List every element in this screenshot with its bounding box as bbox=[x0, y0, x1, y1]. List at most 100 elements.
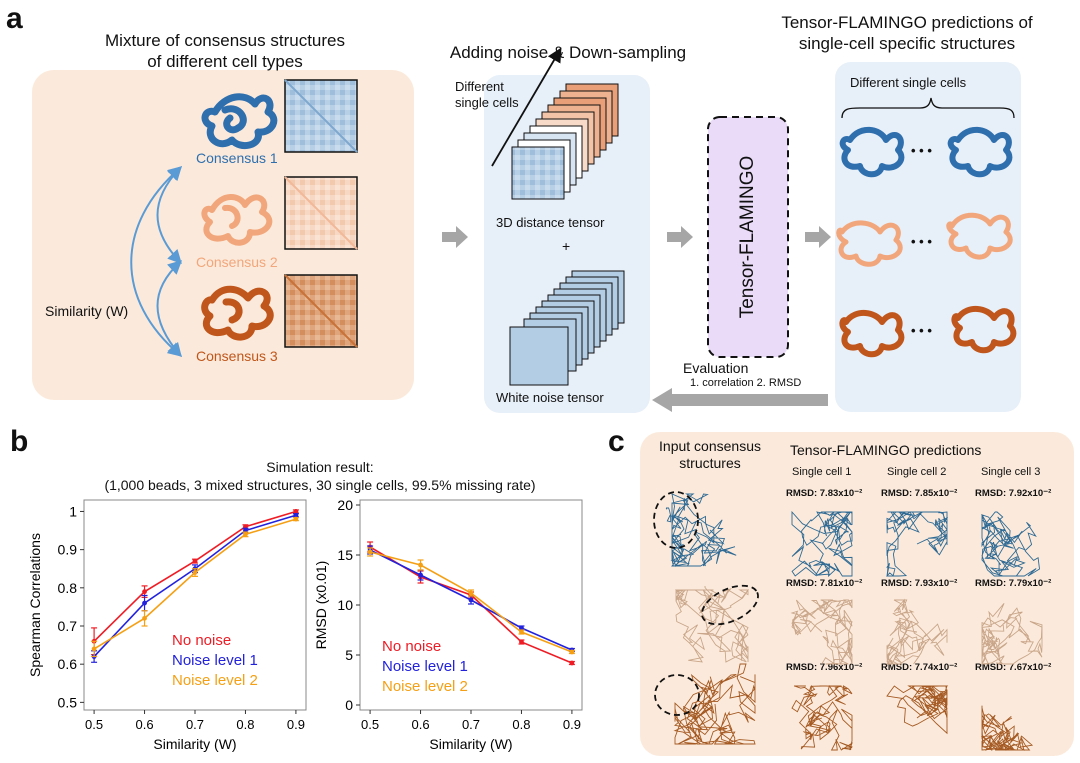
predicted-structure-r1-c3 bbox=[981, 511, 1040, 577]
input-title-line2: structures bbox=[679, 455, 741, 471]
predicted-structure-r1-c1 bbox=[791, 510, 853, 578]
data-point bbox=[468, 597, 474, 603]
rmsd-r1-c3: RMSD: 7.92x10⁻² bbox=[975, 488, 1052, 499]
y-tick-label: 0.6 bbox=[58, 656, 78, 672]
different-single-cells-label: Different single cells bbox=[455, 79, 519, 111]
similarity-arrow-1-3 bbox=[130, 166, 183, 357]
rmsd-r1-c1: RMSD: 7.83x10⁻² bbox=[786, 488, 863, 499]
similarity-label: Similarity (W) bbox=[45, 303, 129, 319]
predicted-structure-r3-c2 bbox=[886, 685, 949, 735]
input-structure-1 bbox=[670, 493, 737, 567]
single-cells-axis-arrow bbox=[491, 47, 562, 167]
chromatin-structure-3 bbox=[201, 285, 274, 341]
data-point bbox=[519, 625, 524, 631]
single-cells-brace bbox=[841, 97, 1015, 119]
legend-entry: No noise bbox=[172, 632, 231, 649]
x-axis-label: Similarity (W) bbox=[429, 736, 512, 752]
rmsd-r2-c2: RMSD: 7.93x10⁻² bbox=[881, 578, 958, 589]
data-point bbox=[293, 512, 299, 518]
predicted-structure-r1-c2 bbox=[886, 511, 949, 577]
highlight-ellipse-2 bbox=[701, 584, 759, 626]
plus-sign: + bbox=[562, 238, 571, 254]
input-structure-3 bbox=[673, 663, 756, 745]
y-tick-label: 0 bbox=[345, 697, 353, 713]
x-tick-label: 0.5 bbox=[85, 717, 103, 732]
evaluation-arrow bbox=[652, 388, 828, 412]
legend-entry: Noise level 2 bbox=[172, 672, 258, 689]
panel-c-letter: c bbox=[608, 425, 625, 458]
rmsd-r1-c2: RMSD: 7.85x10⁻² bbox=[881, 488, 958, 499]
rmsd-r2-c3: RMSD: 7.79x10⁻² bbox=[975, 578, 1052, 589]
predicted-structure-r3-c3 bbox=[980, 705, 1034, 752]
data-point bbox=[569, 649, 575, 655]
predicted-structure-r2-c3 bbox=[981, 603, 1043, 666]
data-point bbox=[293, 509, 299, 514]
predicted-structure-r2-c1 bbox=[790, 599, 853, 665]
heatmap-diagonal bbox=[284, 176, 358, 250]
evaluation-title: Evaluation bbox=[683, 360, 749, 376]
x-tick-label: 0.8 bbox=[512, 717, 530, 732]
predicted-structure-peach bbox=[836, 212, 1013, 267]
y-tick-label: 10 bbox=[337, 597, 353, 613]
input-title: Input consensus structures bbox=[650, 438, 770, 472]
cell-label-3: Single cell 3 bbox=[981, 466, 1041, 478]
white-noise-label: White noise tensor bbox=[496, 390, 604, 405]
data-point bbox=[519, 639, 524, 645]
y-tick-label: 20 bbox=[337, 497, 353, 513]
consensus-label-2: Consensus 2 bbox=[196, 254, 278, 270]
data-point bbox=[192, 570, 198, 575]
highlight-ellipse-1 bbox=[653, 491, 699, 549]
data-point bbox=[418, 562, 423, 568]
tensor-flamingo-box bbox=[707, 116, 789, 358]
legend-entry: No noise bbox=[382, 638, 441, 655]
x-tick-label: 0.6 bbox=[136, 717, 154, 732]
y-tick-label: 0.5 bbox=[58, 694, 78, 710]
flow-arrow-3 bbox=[805, 226, 831, 248]
predicted-structure-orange bbox=[839, 306, 1017, 358]
panel-a-letter: a bbox=[6, 2, 23, 35]
panel-c-box bbox=[640, 432, 1074, 756]
x-tick-label: 0.7 bbox=[462, 717, 480, 732]
heatmap-diagonal bbox=[284, 274, 358, 348]
different-label-line2: single cells bbox=[455, 95, 519, 110]
ellipsis-row-1: • • • bbox=[911, 143, 932, 158]
data-point bbox=[142, 615, 147, 621]
data-point bbox=[569, 660, 575, 666]
x-tick-label: 0.9 bbox=[563, 717, 581, 732]
data-point bbox=[418, 572, 423, 578]
white-noise-tensor-stack bbox=[509, 270, 625, 386]
panel-b-title-line1: Simulation result: bbox=[266, 459, 374, 475]
highlight-ellipse-3 bbox=[654, 674, 700, 716]
noise-title: Adding noise & Down-sampling bbox=[449, 43, 687, 62]
predicted-structure-r2-c2 bbox=[886, 598, 948, 666]
rmsd-r3-c3: RMSD: 7.67x10⁻² bbox=[975, 662, 1052, 673]
y-tick-label: 1 bbox=[69, 503, 77, 519]
rmsd-r3-c1: RMSD: 7.96x10⁻² bbox=[786, 662, 863, 673]
cell-label-1: Single cell 1 bbox=[792, 466, 852, 478]
panel-c-pred-title: Tensor-FLAMINGO predictions bbox=[790, 442, 982, 458]
data-point bbox=[243, 531, 248, 537]
x-tick-label: 0.7 bbox=[186, 717, 204, 732]
prediction-title: Tensor-FLAMINGO predictions of single-ce… bbox=[742, 12, 1072, 54]
data-point bbox=[91, 646, 97, 652]
chromatin-structure-2 bbox=[201, 194, 273, 246]
distance-tensor-stack bbox=[511, 83, 619, 200]
rmsd-r2-c1: RMSD: 7.81x10⁻² bbox=[786, 578, 863, 589]
consensus-label-1: Consensus 1 bbox=[196, 150, 278, 166]
chromatin-structure-1 bbox=[201, 93, 278, 150]
y-tick-label: 15 bbox=[337, 547, 353, 563]
predicted-structure-blue bbox=[839, 126, 1013, 178]
rmsd-r3-c2: RMSD: 7.74x10⁻² bbox=[881, 662, 958, 673]
input-title-line1: Input consensus bbox=[659, 438, 761, 454]
legend-entry: Noise level 2 bbox=[382, 678, 468, 695]
data-point bbox=[468, 590, 474, 596]
prediction-title-line2: single-cell specific structures bbox=[798, 34, 1016, 53]
x-tick-label: 0.6 bbox=[412, 717, 430, 732]
data-point bbox=[519, 629, 524, 635]
y-tick-label: 0.9 bbox=[58, 542, 78, 558]
flow-arrow-1 bbox=[442, 226, 468, 248]
ellipsis-row-3: • • • bbox=[911, 323, 932, 338]
